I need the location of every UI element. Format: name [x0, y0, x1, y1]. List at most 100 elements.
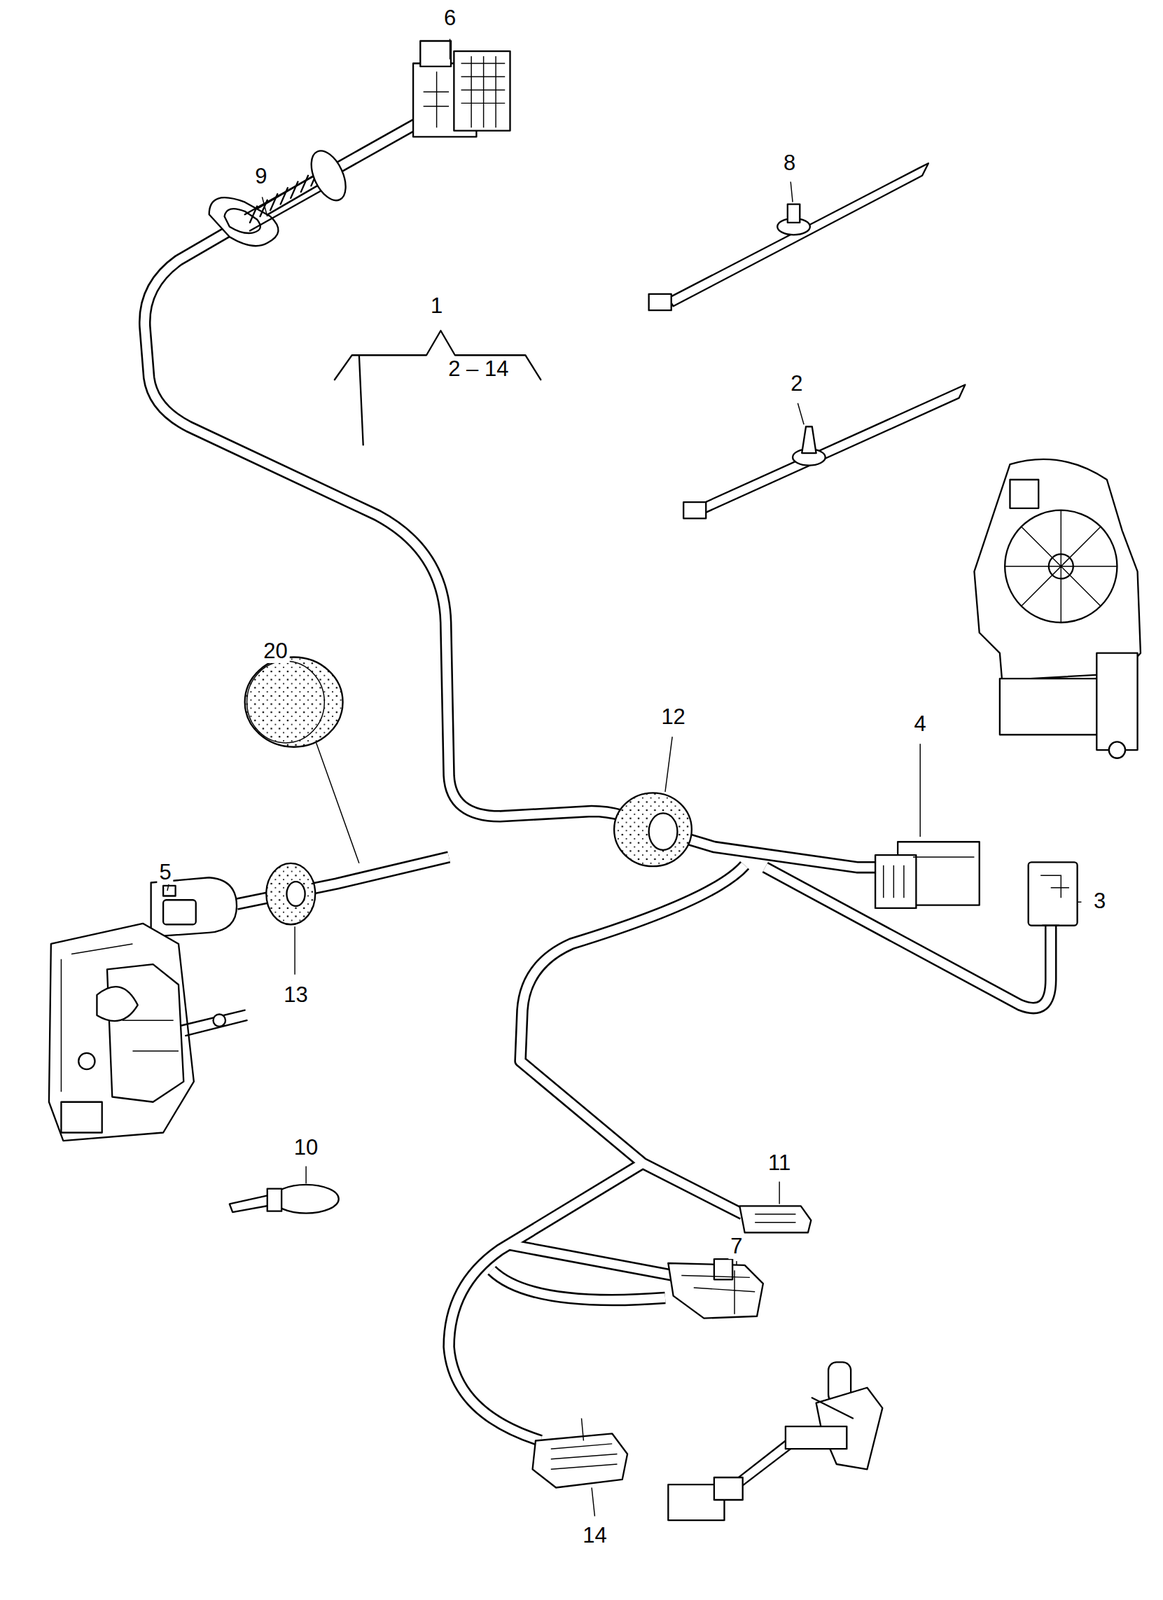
grommet-13	[266, 863, 316, 925]
drawing-part	[883, 857, 975, 898]
leader-lines	[167, 39, 1082, 1517]
drawing-part	[735, 1261, 737, 1266]
drawing-part	[273, 1184, 339, 1214]
drawing-part	[144, 122, 886, 868]
drawing-part	[151, 877, 237, 937]
callout-number: 1	[428, 294, 445, 318]
drawing-part	[510, 1244, 674, 1276]
drawing-part	[163, 899, 197, 925]
wire-core	[144, 122, 1051, 1441]
wire-outline	[144, 122, 1051, 1441]
drawing-part	[1109, 741, 1126, 758]
cable-tie-2	[683, 384, 965, 519]
drawing-part	[78, 1053, 95, 1070]
drawing-part	[49, 923, 194, 1141]
drawing-part	[754, 1214, 796, 1223]
callout-number: 7	[728, 1234, 745, 1259]
connector-6	[413, 40, 510, 137]
drawing-part	[665, 736, 673, 792]
connector-3	[1028, 861, 1078, 925]
lock-switch	[667, 1361, 883, 1521]
drawing-part	[714, 1477, 743, 1500]
drawing-part	[681, 1270, 755, 1315]
callout-number: 9	[252, 164, 269, 189]
connector-7	[667, 1258, 764, 1319]
drawing-part	[1028, 861, 1078, 925]
drawing-part	[267, 1188, 282, 1212]
drawing-part	[247, 660, 325, 743]
drawing-part	[305, 1166, 306, 1185]
connector-14	[532, 1417, 629, 1488]
drawing-part	[875, 854, 916, 909]
drawing-part	[649, 812, 678, 850]
drawing-part	[213, 1013, 226, 1026]
callout-number: 2 – 14	[446, 357, 511, 381]
drawing-part	[790, 182, 793, 203]
drawing-part	[649, 294, 672, 311]
callout-number: 3	[1091, 888, 1108, 913]
drawing-part	[423, 56, 506, 128]
drawing-part	[797, 403, 804, 426]
drawing-part	[683, 502, 706, 519]
drawing-part	[491, 1270, 666, 1300]
grommet-9	[209, 145, 353, 246]
callout-number: 20	[261, 639, 290, 664]
callout-number: 13	[281, 983, 310, 1007]
callout-number: 8	[781, 151, 798, 176]
callout-number: 2	[788, 371, 805, 396]
drawing-part	[591, 1487, 595, 1517]
drawing-part	[449, 39, 451, 60]
drawing-part	[532, 1433, 629, 1488]
drawing-part	[812, 1397, 853, 1418]
drawing-part	[316, 742, 360, 864]
callout-number: 10	[291, 1135, 320, 1160]
connector-5	[151, 877, 237, 937]
drawing-part	[1009, 479, 1039, 509]
drawing-part	[107, 964, 184, 1103]
drawing-part	[1077, 901, 1082, 902]
drawing-part	[144, 122, 886, 868]
drawing-part	[920, 743, 921, 837]
drawing-part	[261, 196, 267, 217]
grommet-20	[245, 657, 360, 864]
drawing-part	[304, 145, 353, 206]
drawing-part	[491, 1270, 666, 1300]
drawing-part	[551, 1417, 618, 1469]
connector-11	[739, 1205, 811, 1233]
callout-number: 12	[658, 705, 687, 729]
drawing-part	[181, 1010, 247, 1036]
drawing-part	[667, 163, 929, 306]
drawing-part	[1096, 653, 1138, 750]
drawing-part	[614, 792, 692, 867]
drawing-part	[739, 1205, 811, 1233]
group-bracket	[334, 330, 541, 445]
callout-number: 5	[156, 860, 173, 885]
drawing-part	[420, 40, 451, 66]
drawing-part	[785, 1426, 847, 1449]
window-motor	[973, 459, 1140, 759]
callout-number: 11	[765, 1151, 793, 1175]
grommet-12	[614, 792, 692, 867]
drawing-part	[787, 204, 800, 223]
drawing-part	[286, 881, 305, 907]
door-lock	[49, 923, 248, 1141]
drawing-part	[294, 926, 295, 974]
drawing-part	[510, 1244, 674, 1276]
drawing-part	[60, 943, 179, 1092]
callout-number: 14	[580, 1523, 609, 1548]
connector-4	[875, 841, 980, 909]
cable-tie-8	[649, 163, 929, 311]
cable-tie-10	[229, 1184, 339, 1214]
drawing-part	[1040, 875, 1070, 898]
drawing-part	[1042, 924, 1059, 927]
drawing-part	[209, 197, 279, 246]
drawing-part	[96, 986, 138, 1021]
drawing-part	[778, 1181, 780, 1204]
drawing-part	[698, 384, 965, 514]
drawing-part	[1004, 510, 1117, 623]
drawing-part	[163, 885, 176, 897]
drawing-part	[801, 426, 816, 454]
